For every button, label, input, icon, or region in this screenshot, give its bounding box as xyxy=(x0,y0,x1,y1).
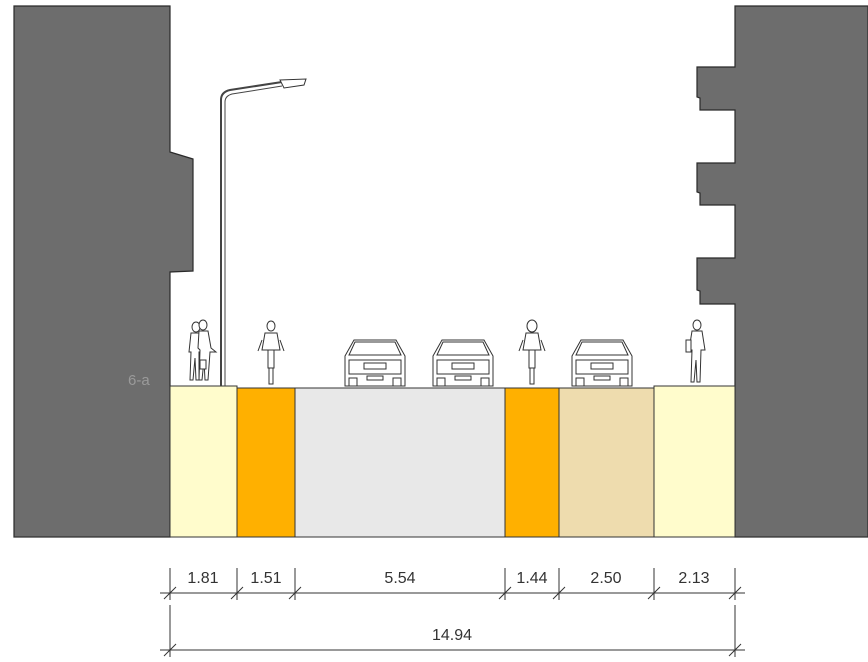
dim-parking-lane: 2.50 xyxy=(590,570,621,587)
segment-right-sidewalk xyxy=(653,385,736,538)
streetlight-icon xyxy=(220,78,307,386)
dim-left-sidewalk: 1.81 xyxy=(187,570,218,587)
segment-left-bike-lane xyxy=(236,387,296,538)
cyclist-icon xyxy=(257,320,285,385)
dim-right-bike-lane: 1.44 xyxy=(516,570,547,587)
car-icon xyxy=(432,339,494,387)
cyclist-icon xyxy=(518,319,546,385)
car-icon xyxy=(344,339,406,387)
segment-travel-lanes xyxy=(294,387,506,538)
total-dimension: 14.94 xyxy=(160,605,745,657)
segment-parking-lane xyxy=(558,387,655,538)
car-icon xyxy=(571,339,633,387)
section-label: 6-a xyxy=(128,372,150,389)
dimension-row: 1.81 1.51 5.54 1.44 2.50 2.13 xyxy=(160,568,745,600)
dim-travel-lanes: 5.54 xyxy=(384,570,415,587)
dim-left-bike-lane: 1.51 xyxy=(250,570,281,587)
segment-right-bike-lane xyxy=(504,387,560,538)
dim-total: 14.94 xyxy=(432,627,472,644)
dim-right-sidewalk: 2.13 xyxy=(678,570,709,587)
pedestrian-icon xyxy=(685,319,706,383)
right-building xyxy=(696,5,868,538)
pedestrian-couple-icon xyxy=(188,319,218,381)
left-building xyxy=(13,5,194,538)
segment-left-sidewalk xyxy=(169,385,238,538)
